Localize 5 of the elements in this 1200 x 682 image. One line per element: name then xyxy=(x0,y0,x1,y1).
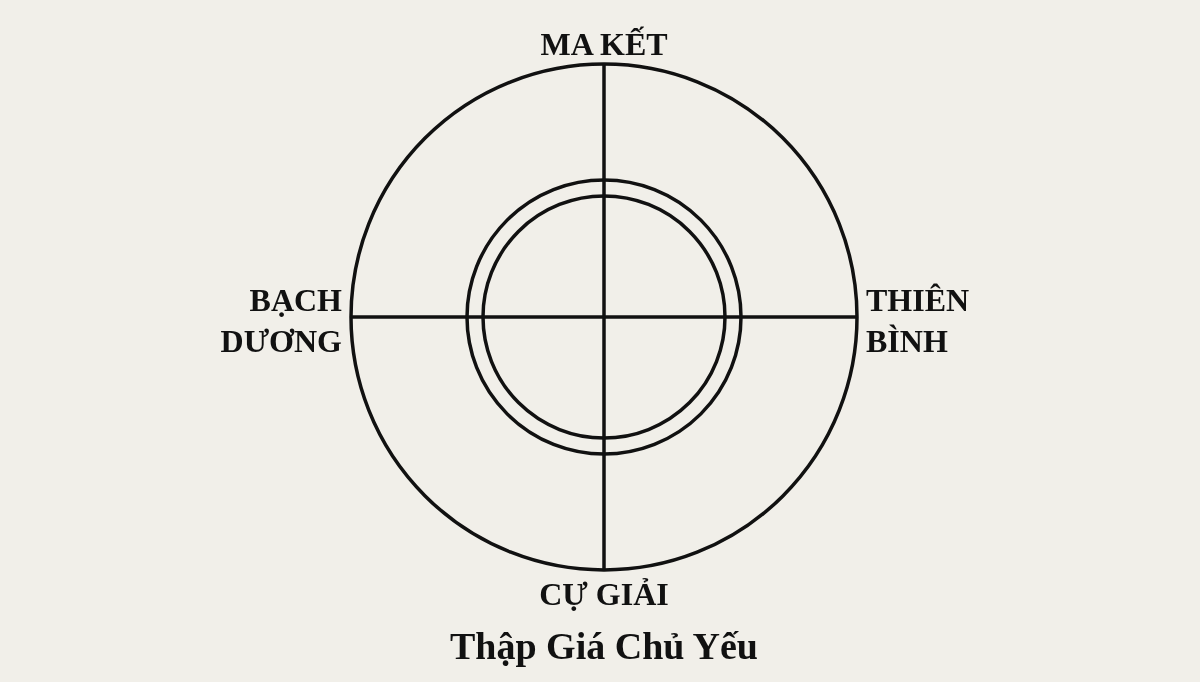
left-label: BẠCH DƯƠNG xyxy=(220,281,342,361)
bottom-label: CỰ GIẢI xyxy=(539,575,669,614)
diagram-caption: Thập Giá Chủ Yếu xyxy=(450,624,758,668)
top-label: MA KẾT xyxy=(540,25,668,64)
right-label: THIÊN BÌNH xyxy=(866,281,970,361)
